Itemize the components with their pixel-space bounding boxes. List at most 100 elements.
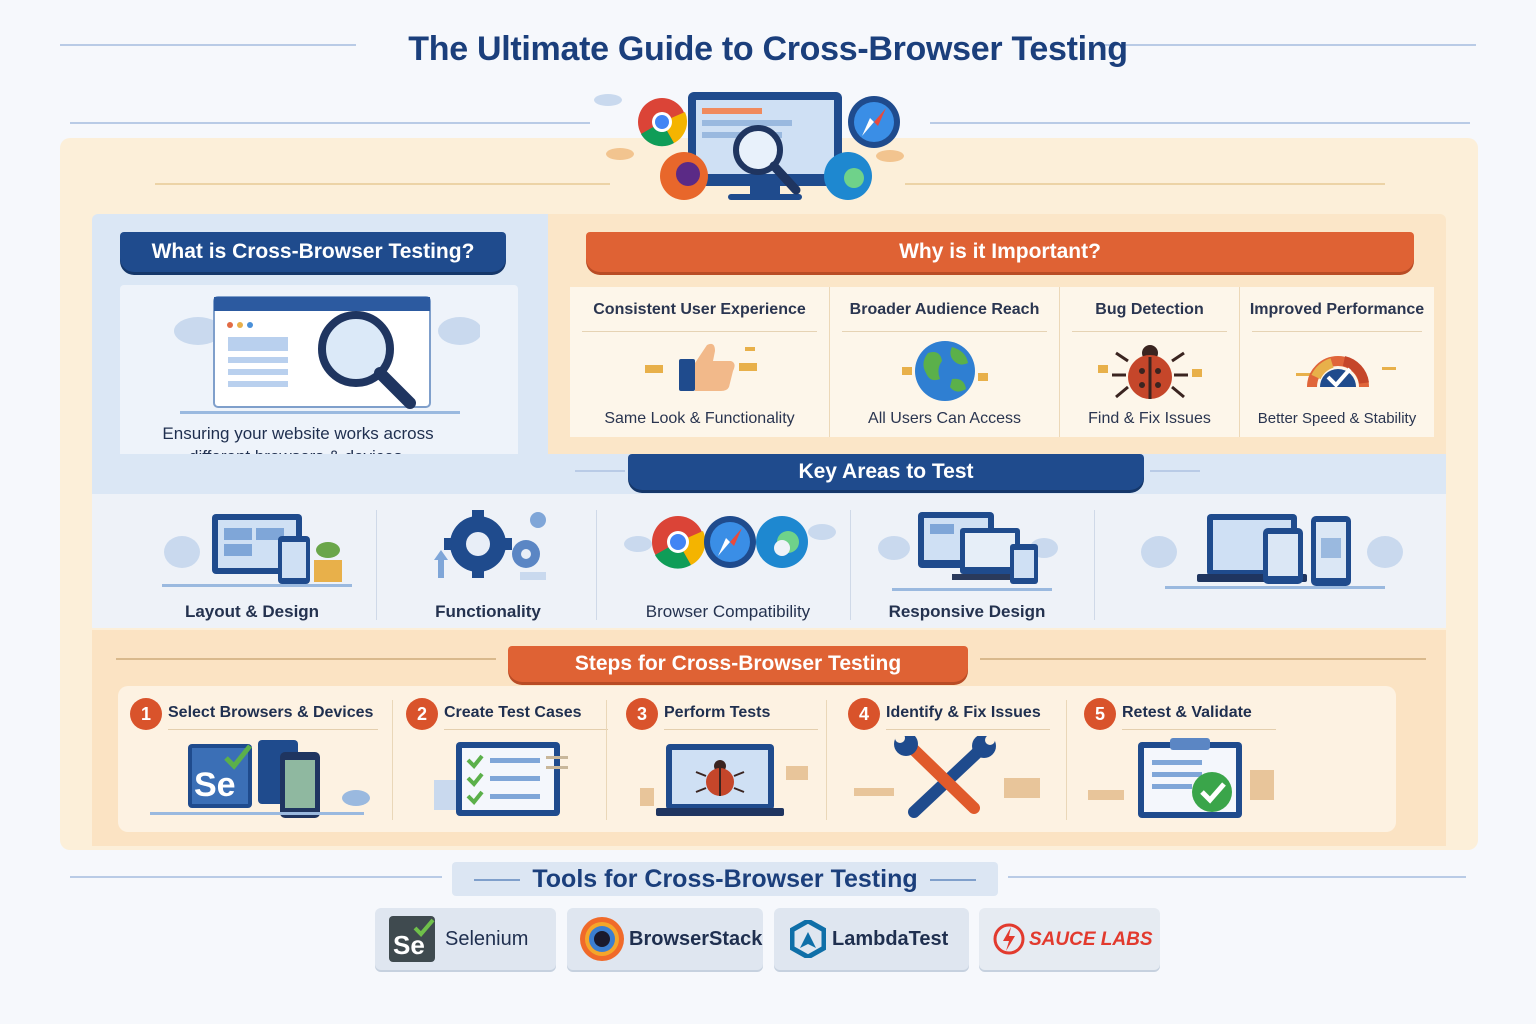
divider (70, 876, 442, 878)
step-item: 2 Create Test Cases (406, 696, 616, 826)
tool-name: SAUCE LABS (1029, 929, 1153, 950)
why-heading: Why is it Important? (586, 232, 1414, 272)
divider (1150, 470, 1200, 472)
tool-name: BrowserStack (629, 928, 763, 950)
why-card-caption: Find & Fix Issues (1088, 410, 1211, 427)
laptop-bug-icon (636, 736, 816, 825)
divider (606, 700, 607, 820)
what-description-line: Ensuring your website works across (162, 424, 434, 443)
step-number-badge: 5 (1084, 698, 1116, 730)
divider (1094, 510, 1095, 620)
divider (1072, 331, 1227, 332)
responsive-devices-icon (872, 508, 1062, 597)
key-area-item: Responsive Design (860, 506, 1074, 622)
step-label: Retest & Validate (1122, 704, 1252, 721)
page-title: The Ultimate Guide to Cross-Browser Test… (408, 30, 1128, 68)
divider (850, 510, 851, 620)
lambdatest-logo-icon (789, 918, 827, 963)
divider (474, 879, 521, 882)
key-area-item: Browser Compatibility (610, 506, 846, 622)
step-number-badge: 3 (626, 698, 658, 730)
devices-layout-icon (152, 508, 352, 593)
tool-name: Selenium (445, 928, 529, 950)
browsers-icon (618, 508, 838, 579)
step-item: 4 Identify & Fix Issues (848, 696, 1058, 826)
why-card-title: Bug Detection (1095, 301, 1204, 318)
saucelabs-logo-icon (993, 923, 1025, 960)
divider (70, 122, 590, 124)
step-item: 1 Select Browsers & Devices Se (130, 696, 386, 826)
browser-magnifier-icon (160, 291, 482, 426)
checklist-icon (426, 736, 576, 825)
thumbs-up-icon (635, 339, 765, 404)
key-area-item (1130, 506, 1410, 622)
selenium-devices-icon: Se (150, 736, 370, 825)
step-label: Identify & Fix Issues (886, 704, 1041, 721)
svg-text:Se: Se (194, 766, 236, 804)
key-area-label: Browser Compatibility (645, 602, 811, 621)
bug-icon (1090, 339, 1210, 408)
why-card-title: Improved Performance (1249, 301, 1425, 318)
divider (1100, 44, 1476, 46)
why-card: Bug Detection Find & Fix Issues (1060, 287, 1240, 437)
step-label: Select Browsers & Devices (168, 704, 374, 721)
tool-browserstack[interactable]: BrowserStack (567, 908, 763, 970)
key-areas-heading: Key Areas to Test (628, 454, 1144, 490)
what-heading: What is Cross-Browser Testing? (120, 232, 506, 272)
speedometer-icon (1262, 339, 1412, 400)
why-card-caption: Better Speed & Stability (1257, 410, 1417, 427)
divider (905, 183, 1385, 185)
key-area-item: Layout & Design (140, 506, 364, 622)
divider (376, 510, 377, 620)
tool-saucelabs[interactable]: SAUCE LABS (979, 908, 1160, 970)
key-area-item: Functionality (386, 506, 590, 622)
browserstack-logo-icon (579, 916, 625, 967)
step-label: Perform Tests (664, 704, 771, 721)
divider (444, 729, 608, 730)
clipboard-check-icon (1084, 736, 1284, 825)
divider (1008, 876, 1466, 878)
why-card-caption: All Users Can Access (868, 410, 1021, 427)
divider (929, 879, 976, 882)
why-card: Improved Performance Better Speed & Stab… (1240, 287, 1434, 437)
why-card-title: Broader Audience Reach (849, 301, 1040, 318)
wrench-screwdriver-icon (854, 732, 1054, 825)
step-label: Create Test Cases (444, 704, 582, 721)
divider (60, 44, 356, 46)
divider (664, 729, 818, 730)
selenium-logo-icon: Se (389, 916, 437, 969)
why-card-title: Consistent User Experience (593, 301, 806, 318)
globe-icon (880, 339, 1010, 408)
divider (116, 658, 496, 660)
multi-device-icon (1135, 508, 1405, 597)
divider (886, 729, 1050, 730)
key-area-label: Functionality (435, 602, 541, 621)
divider (1066, 700, 1067, 820)
divider (575, 470, 625, 472)
what-card (120, 285, 518, 473)
tools-heading-text: Tools for Cross-Browser Testing (532, 865, 918, 893)
step-item: 5 Retest & Validate (1084, 696, 1284, 826)
key-area-label: Layout & Design (184, 602, 320, 621)
why-card: Consistent User Experience Same Look & F… (570, 287, 830, 437)
step-number-badge: 4 (848, 698, 880, 730)
divider (582, 331, 817, 332)
tool-name: LambdaTest (832, 928, 949, 950)
divider (980, 658, 1426, 660)
step-number-badge: 2 (406, 698, 438, 730)
tools-heading: Tools for Cross-Browser Testing (452, 862, 998, 896)
step-number-badge: 1 (130, 698, 162, 730)
tool-selenium[interactable]: Se Selenium (375, 908, 556, 970)
tool-lambdatest[interactable]: LambdaTest (774, 908, 969, 970)
divider (826, 700, 827, 820)
divider (842, 331, 1047, 332)
divider (392, 700, 393, 820)
step-item: 3 Perform Tests (626, 696, 826, 826)
why-card-caption: Same Look & Functionality (604, 410, 795, 427)
divider (596, 510, 597, 620)
divider (1252, 331, 1422, 332)
steps-heading: Steps for Cross-Browser Testing (508, 646, 968, 682)
key-area-label: Responsive Design (888, 602, 1046, 621)
divider (930, 122, 1470, 124)
hero-browsers-illustration (590, 86, 920, 206)
